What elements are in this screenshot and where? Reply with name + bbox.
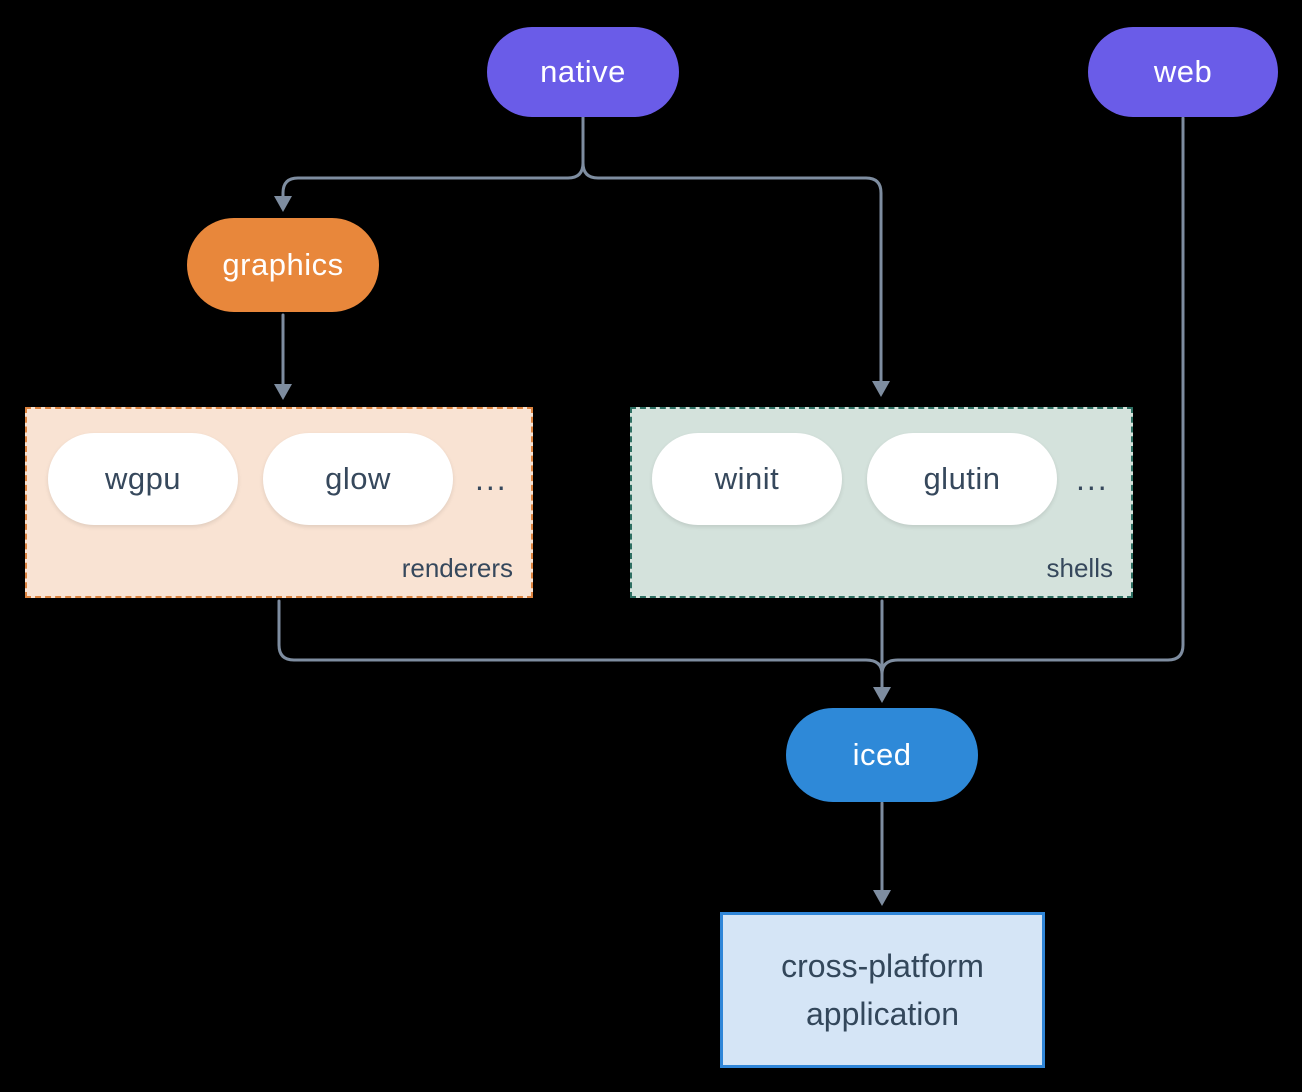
arrowhead-into-shells [872, 381, 890, 397]
connector-web-to-iced [880, 116, 1185, 676]
node-cross-platform-application: cross-platform application [720, 912, 1045, 1068]
shells-ellipsis: ... [1076, 460, 1109, 497]
node-graphics: graphics [187, 218, 379, 312]
node-winit: winit [652, 433, 842, 525]
node-glutin-label: glutin [923, 461, 1001, 496]
renderers-ellipsis: ... [475, 460, 508, 497]
node-iced-label: iced [852, 737, 912, 772]
node-iced: iced [786, 708, 978, 802]
node-glow: glow [263, 433, 453, 525]
node-web: web [1088, 27, 1278, 117]
connector-native-to-graphics [281, 115, 585, 198]
application-label: cross-platform application [781, 948, 984, 1032]
node-native-label: native [540, 54, 626, 89]
node-glutin: glutin [867, 433, 1057, 525]
connector-native-to-shells [581, 161, 883, 383]
node-glow-label: glow [325, 461, 391, 496]
node-wgpu: wgpu [48, 433, 238, 525]
group-shells: winit glutin ... shells [630, 407, 1133, 598]
node-graphics-label: graphics [222, 247, 344, 282]
arrowhead-into-application [873, 890, 891, 906]
arrowhead-into-renderers [274, 384, 292, 400]
node-native: native [487, 27, 679, 117]
group-renderers: wgpu glow ... renderers [25, 407, 533, 598]
renderers-group-label: renderers [401, 553, 513, 583]
connector-renderers-to-iced [277, 599, 884, 676]
arrowhead-into-graphics [274, 196, 292, 212]
node-wgpu-label: wgpu [104, 461, 182, 496]
node-web-label: web [1153, 54, 1213, 89]
node-winit-label: winit [714, 461, 780, 496]
shells-group-label: shells [1046, 553, 1113, 583]
arrowhead-into-iced [873, 687, 891, 703]
